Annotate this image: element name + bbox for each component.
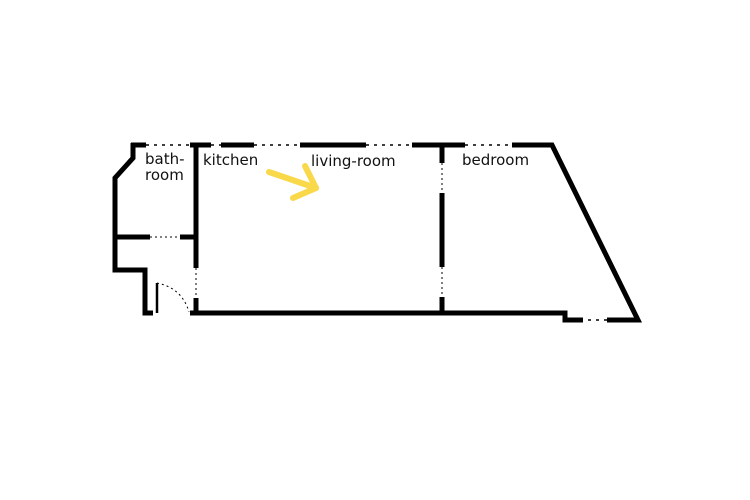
entrance-door [155, 282, 190, 313]
interior-walls [113, 143, 445, 315]
bedroom-label: bedroom [462, 151, 529, 169]
direction-arrow-icon [266, 163, 319, 201]
living-room-label: living-room [311, 152, 396, 170]
bathroom-label-line2: room [145, 166, 184, 184]
kitchen-label: kitchen [203, 151, 258, 169]
room-labels: bath- room kitchen living-room bedroom [145, 150, 529, 184]
outer-walls [112, 142, 643, 323]
bathroom-label-line1: bath- [145, 150, 185, 168]
